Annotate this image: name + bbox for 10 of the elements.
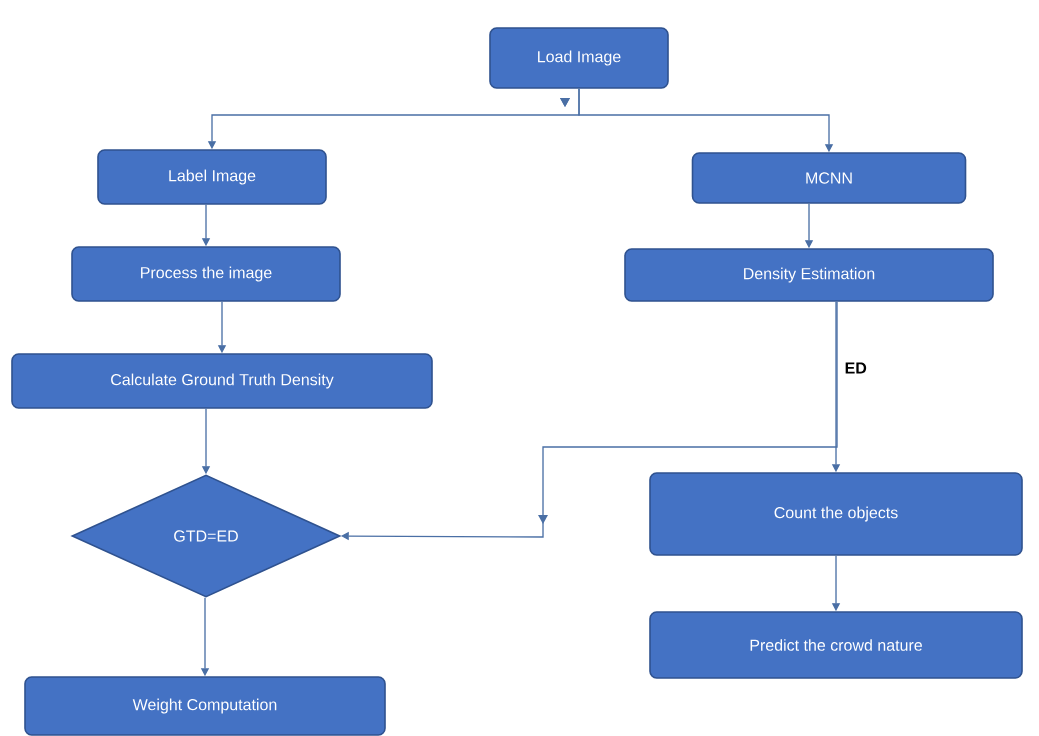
process-box: Load Image xyxy=(489,27,669,89)
process-box: Process the image xyxy=(71,246,341,302)
process-box: Predict the crowd nature xyxy=(649,611,1023,679)
process-box: Calculate Ground Truth Density xyxy=(11,353,433,409)
process-box: Label Image xyxy=(97,149,327,205)
process-box: Weight Computation xyxy=(24,676,386,736)
process-box: MCNN xyxy=(691,152,967,204)
edge-label: ED xyxy=(843,361,869,375)
process-box: Count the objects xyxy=(649,472,1023,556)
process-box: Density Estimation xyxy=(624,248,994,302)
